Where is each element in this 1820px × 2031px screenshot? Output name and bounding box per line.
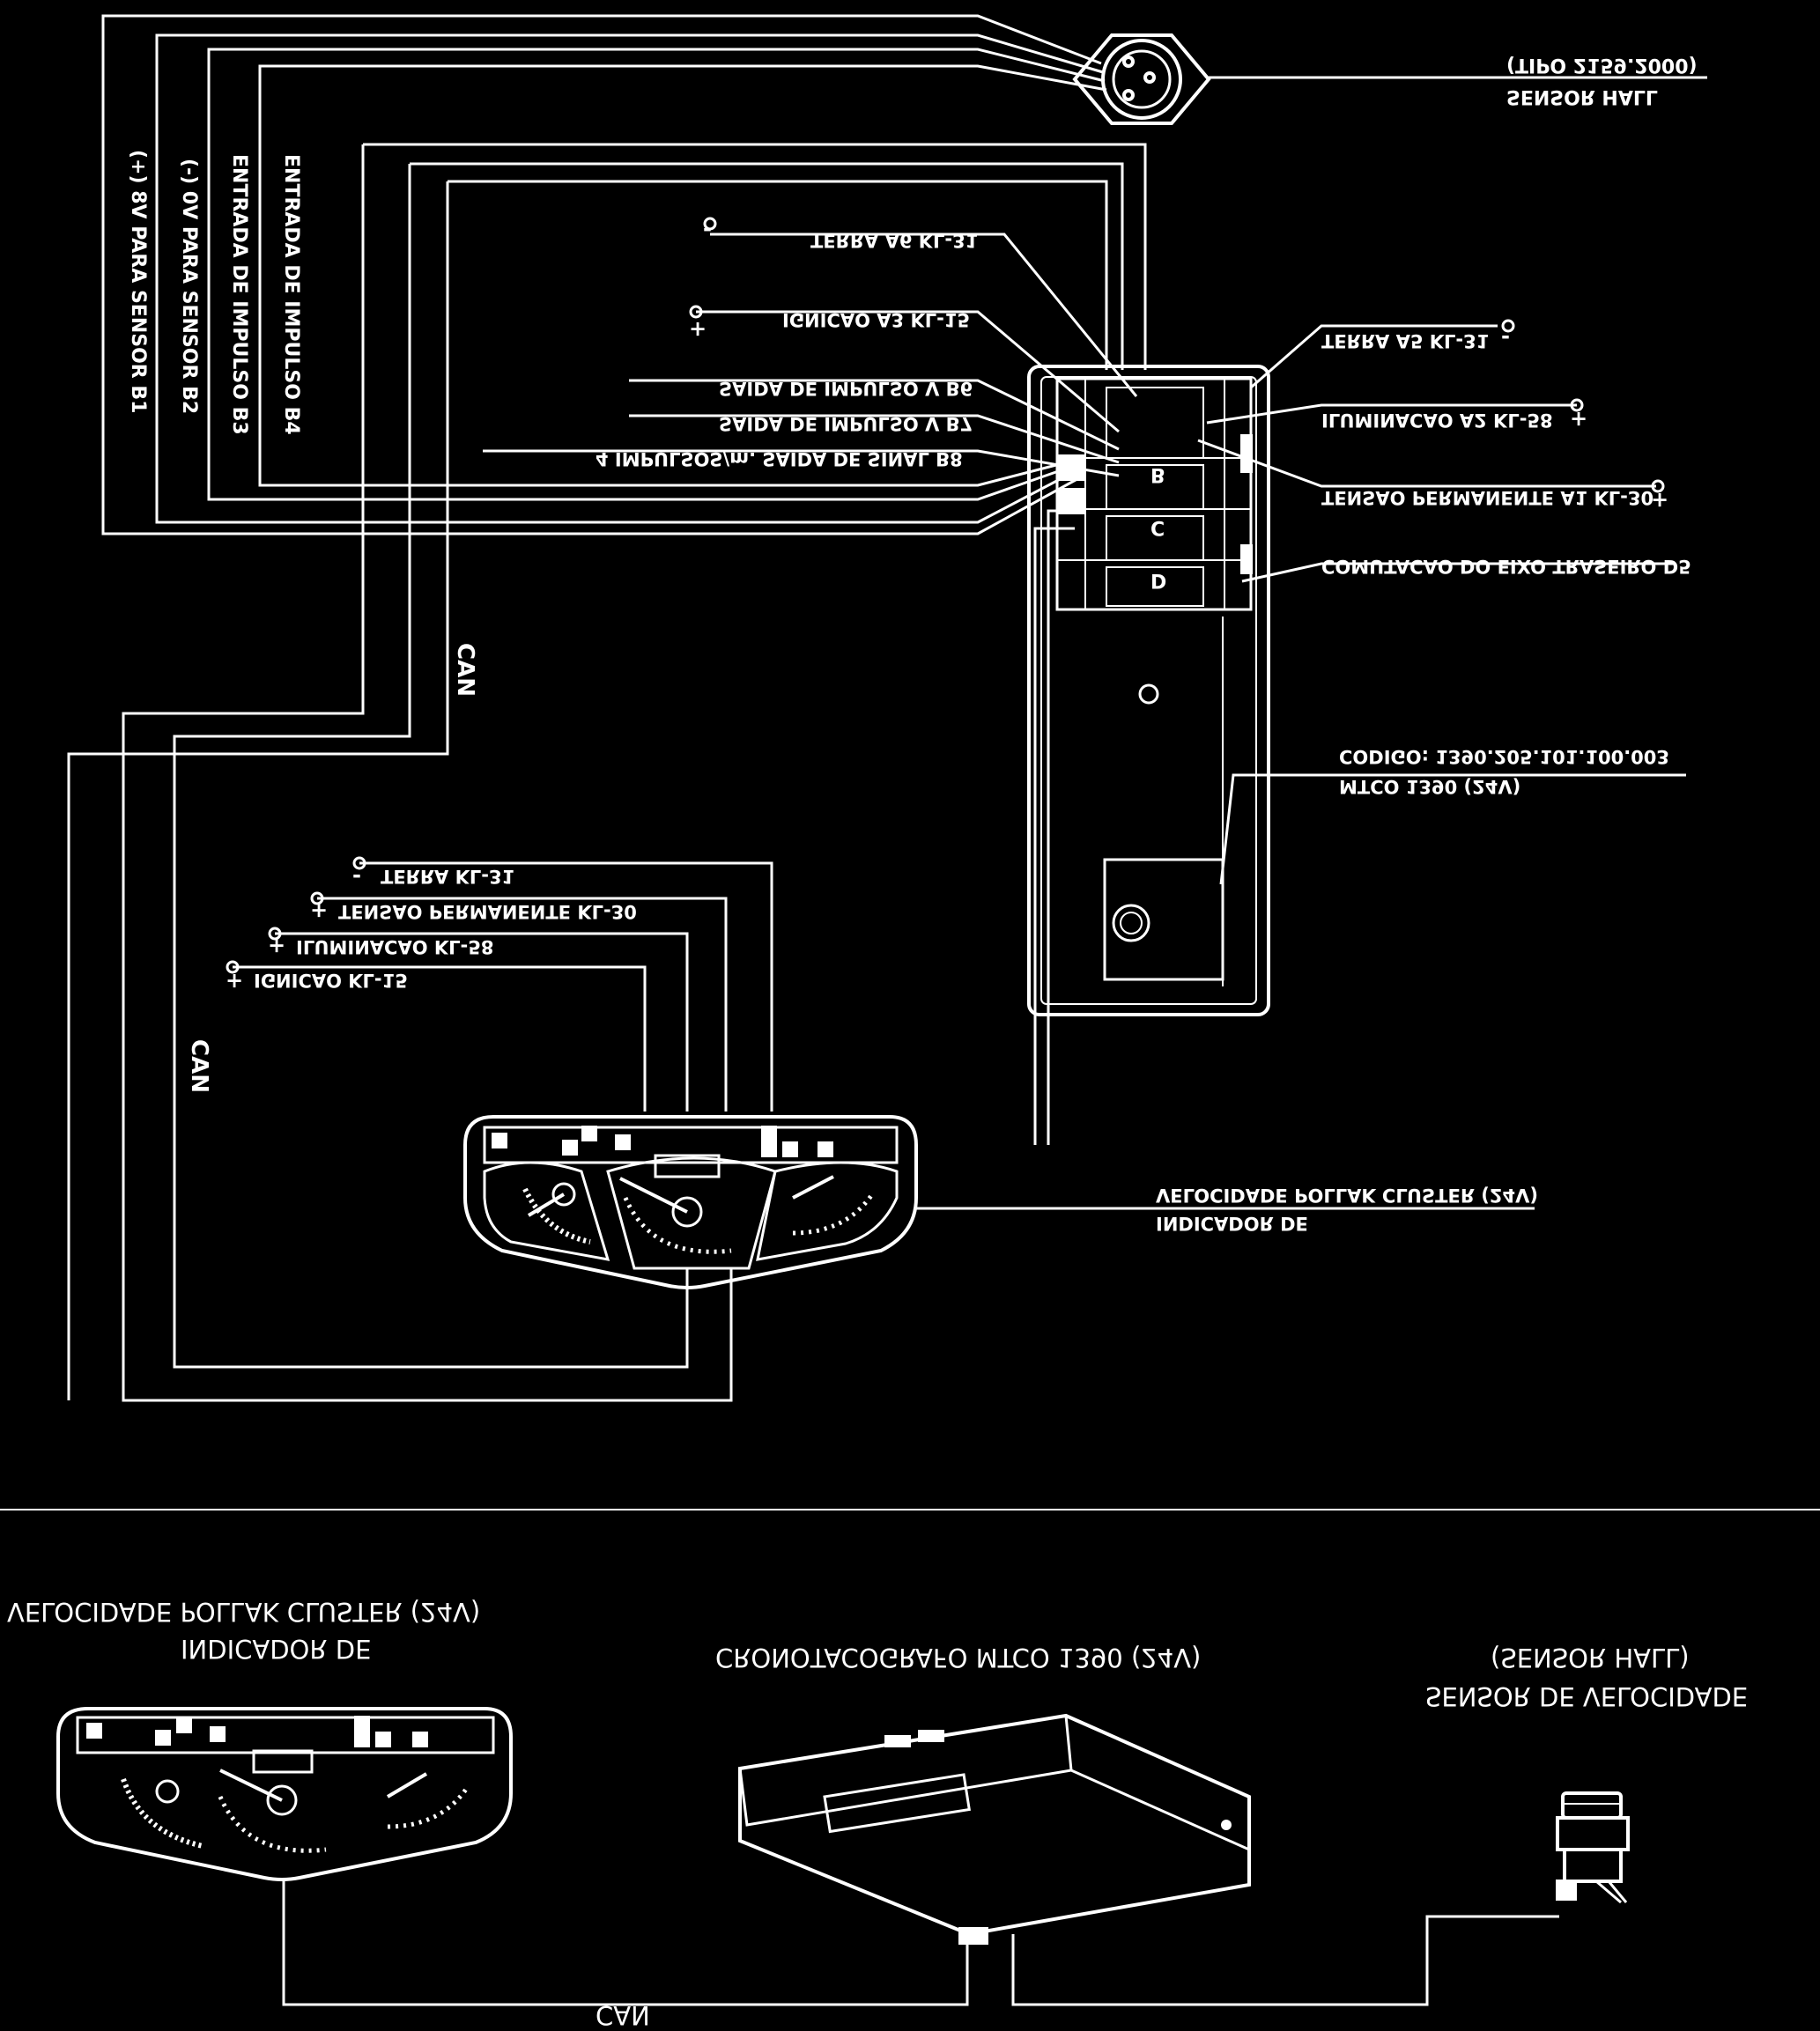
can-label-lower: CAN [186,1039,212,1093]
label-a1: TENSAO PERMANENTE A1 KL-30 [1321,487,1654,508]
can-wire-bundle [67,143,1147,1402]
terminal-a1-icon [1651,479,1665,493]
terminal-a5-icon [1501,319,1515,333]
cluster-label-line1: VELOCIDADE POLLAK CLUSTER (24V) [1156,1185,1538,1206]
bottom-sensor-line2: SENSOR DE VELOCIDADE [1425,1681,1748,1711]
connector-b-code: B [1150,463,1165,485]
label-b8: 4 IMPULSOS/m. SAIDA DE SINAL B8 [596,448,963,469]
wire-label-b3: ENTRADA DE IMPULSO B3 [228,154,250,435]
sign-kl31-minus: - [352,865,361,890]
terminal-kl30-icon [310,891,324,905]
label-kl15: IGNICAO KL-15 [254,970,408,991]
tachograph-unit [1027,365,1270,1016]
bottom-cluster-icon [56,1707,513,1881]
label-kl58: ILUMINACAO KL-58 [296,936,493,957]
terminal-a2-icon [1570,398,1584,412]
label-b7: SAIDA DE IMPULSO V B7 [719,413,973,434]
speedometer-cluster-icon [463,1115,918,1289]
terminal-kl15-icon [226,960,240,974]
wire-label-b4: ENTRADA DE IMPULSO B4 [280,154,302,435]
label-kl31: TERRA KL-31 [381,866,514,887]
cluster-label-line2: INDICADOR DE [1156,1213,1308,1234]
label-a2: ILUMINACAO A2 KL-58 [1321,410,1553,431]
bottom-tacho-label: CRONOTACOGRAFO MTCO 1390 (24V) [715,1643,1201,1673]
can-label-upper: CAN [452,643,478,697]
label-a6: TERRA A6 KL-31 [810,230,978,251]
sensor-hall-type-label: (TIPO 2159.2000) [1506,54,1698,76]
mtco-code-label: CODIGO: 1390.205.101.100.003 [1339,746,1669,767]
label-a3: IGNICAO A3 KL-15 [782,309,970,330]
wire-label-b2: (-) 0V PARA SENSOR B2 [178,159,200,414]
label-a5: TERRA A5 KL-31 [1321,330,1489,351]
bottom-indicador-line2: INDICADOR DE [181,1634,371,1664]
connector-leaders-left [483,233,1138,477]
bottom-sensor-line1: (SENSOR HALL) [1491,1643,1690,1673]
terminal-a6-icon [703,217,717,231]
connector-c-code: C [1150,516,1165,538]
label-kl30: TENSAO PERMANENTE KL-30 [338,901,637,922]
cluster-power-wires [233,861,773,1112]
sign-a6-minus: - [703,218,712,243]
bottom-hall-sensor-icon [1556,1791,1630,1904]
sensor-hall-name-label: SENSOR HALL [1506,85,1658,107]
wire-label-b1: (+) 8V PARA SENSOR B1 [127,150,149,413]
bottom-can-wires [282,1878,1559,2006]
sign-kl30-plus: + [310,898,328,923]
terminal-kl31-icon [352,856,366,870]
mtco-name-label: MTCO 1390 (24V) [1339,776,1520,797]
sign-a3-plus: + [689,317,707,342]
sign-kl15-plus: + [226,969,243,993]
connector-leaders-right [1197,324,1686,885]
label-b6: SAIDA DE IMPULSO V B6 [719,378,973,399]
terminal-kl58-icon [268,927,282,941]
sign-a2-plus: + [1570,407,1587,432]
sign-a5-minus: - [1501,326,1510,351]
sensor-wire-bundle [101,14,1107,535]
connector-d-code: D [1150,569,1166,591]
bottom-indicador-line1: VELOCIDADE POLLAK CLUSTER (24V) [7,1597,480,1627]
terminal-a3-icon [689,305,703,319]
bottom-can-label: CAN [596,2000,650,2030]
sign-a1-plus: + [1651,488,1668,513]
sign-kl58-plus: + [268,934,285,958]
label-d5: COMUTACAO DO EIXO TRASEIRO D5 [1321,556,1691,577]
